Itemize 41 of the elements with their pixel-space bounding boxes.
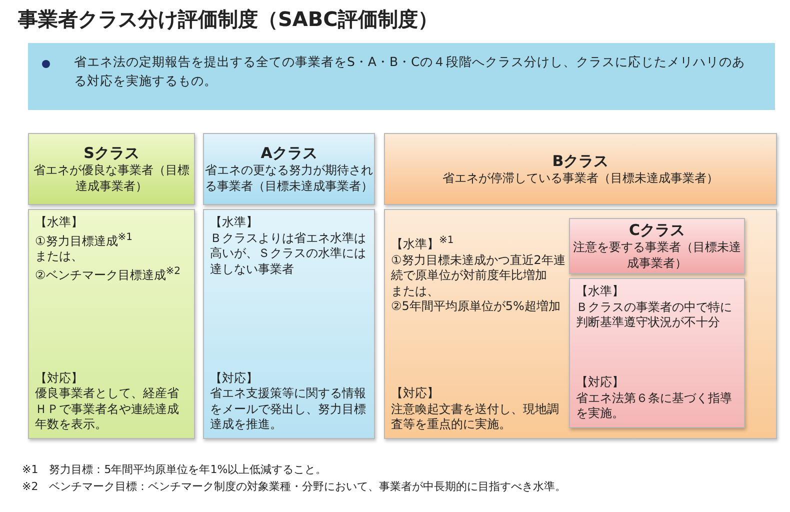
panel-text: 省エネ支援策等に関する情報をメールで発出し、努力目標達成を推進。 (210, 386, 367, 433)
footnote: ※2 ベンチマーク目標：ベンチマーク制度の対象業種・分野において、事業者が中長期的に目指すべき水準。 (22, 479, 566, 494)
class-title: Cクラス (628, 220, 685, 240)
class-description: 省エネが優良な事業者（目標達成事業者） (32, 162, 190, 194)
panel-text: ①努力目標達成$^{※1}$ (35, 230, 134, 250)
panel-text: 注意喚起文書を送付し、現地調査等を重点的に実施。 (391, 402, 560, 433)
panel-text: 【対応】 (35, 370, 84, 386)
page-title: 事業者クラス分け評価制度（SABC評価制度） (18, 6, 438, 33)
class-description: 注意を要する事業者（目標未達成事業者） (572, 240, 742, 272)
class-header-box (28, 133, 195, 205)
panel-text: 【対応】 (576, 375, 625, 391)
summary-banner (28, 43, 775, 110)
class-description: 省エネの更なる努力が期待される事業者（目標未達成事業者） (204, 162, 374, 194)
class-title: Bクラス (552, 152, 609, 171)
panel-text: Ｂクラスの事業者の中で特に判断基準遵守状況が不十分 (576, 300, 733, 331)
panel-text: 【対応】 (391, 386, 440, 402)
class-detail-panel (203, 209, 375, 439)
class-detail-panel (28, 209, 195, 439)
panel-text: または、 (35, 249, 84, 265)
class-title: Sクラス (84, 144, 140, 163)
panel-text: ②5年間平均原単位が5%超増加 (391, 299, 562, 315)
class-title: Aクラス (260, 144, 318, 163)
class-header-box (569, 218, 745, 274)
panel-text: 【対応】 (210, 370, 259, 386)
panel-text: 省エネ法第６条に基づく指導を実施。 (576, 390, 733, 422)
panel-text: 【水準】 (35, 215, 84, 231)
class-description: 省エネが停滞している事業者（目標未達成事業者） (442, 170, 718, 186)
panel-text: ②ベンチマーク目標達成$^{※2}$ (35, 264, 182, 284)
panel-text: 【水準】 (576, 284, 625, 300)
class-header-box (203, 133, 375, 205)
panel-text: 優良事業者として、経産省ＨＰで事業者名や連続達成年数を表示。 (35, 386, 180, 433)
panel-text: 【水準】 (210, 215, 259, 231)
footnote: ※1 努力目標：5年間平均原単位を年1%以上低減すること。 (22, 462, 327, 477)
class-detail-panel (569, 278, 745, 428)
class-detail-panel (384, 209, 777, 439)
class-header-box (384, 133, 777, 205)
summary-text: 省エネ法の定期報告を提出する全ての事業者をS・A・B・Cの４段階へクラス分けし、クラスに応じたメリハリのある対応を実施するもの。 (74, 53, 746, 90)
panel-text: Ｂクラスよりは省エネ水準は高いが、Ｓクラスの水準には達しない事業者 (210, 230, 367, 278)
panel-text: ①努力目標未達成かつ直近2年連続で原単位が対前度年比増加 (391, 252, 566, 284)
panel-text: または、 (391, 284, 440, 300)
panel-text: 【水準】$^{※1}$ (391, 234, 455, 253)
